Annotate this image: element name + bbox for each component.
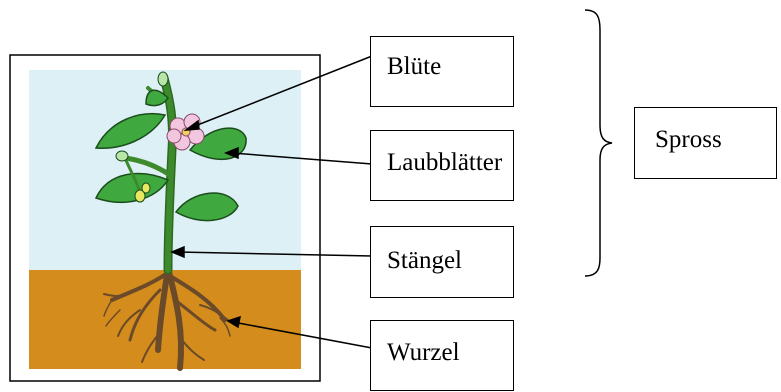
arrow-bluete (189, 55, 373, 129)
roots (103, 265, 231, 371)
top-bud (157, 71, 169, 87)
label-wurzel-text: Wurzel (387, 339, 460, 366)
label-spross: Spross (634, 107, 777, 179)
leaves (94, 89, 247, 222)
label-laubblaetter: Laubblätter (370, 130, 514, 201)
label-bluete-text: Blüte (387, 53, 442, 80)
arrow-laubblaetter (231, 152, 373, 165)
leaf-small-top (145, 89, 169, 107)
label-staengel-text: Stängel (387, 247, 462, 274)
label-laubblaetter-text: Laubblätter (387, 149, 503, 176)
leaf-middle-left (94, 172, 170, 204)
leaf-lower-right (174, 192, 239, 222)
arrow-bluete-head (183, 119, 200, 131)
leaf-upper-left (94, 113, 167, 149)
side-buds (115, 150, 151, 203)
arrow-staengel-head (170, 245, 185, 259)
arrow-wurzel-head (226, 315, 241, 329)
label-spross-text: Spross (655, 126, 722, 153)
arrow-staengel (177, 251, 373, 257)
arrow-laubblaetter-head (224, 146, 239, 160)
label-wurzel: Wurzel (370, 320, 514, 391)
label-staengel: Stängel (370, 226, 514, 298)
label-bluete: Blüte (370, 36, 514, 107)
arrow-wurzel (232, 321, 373, 349)
spross-brace (584, 9, 613, 277)
pointer-arrows (170, 55, 373, 349)
